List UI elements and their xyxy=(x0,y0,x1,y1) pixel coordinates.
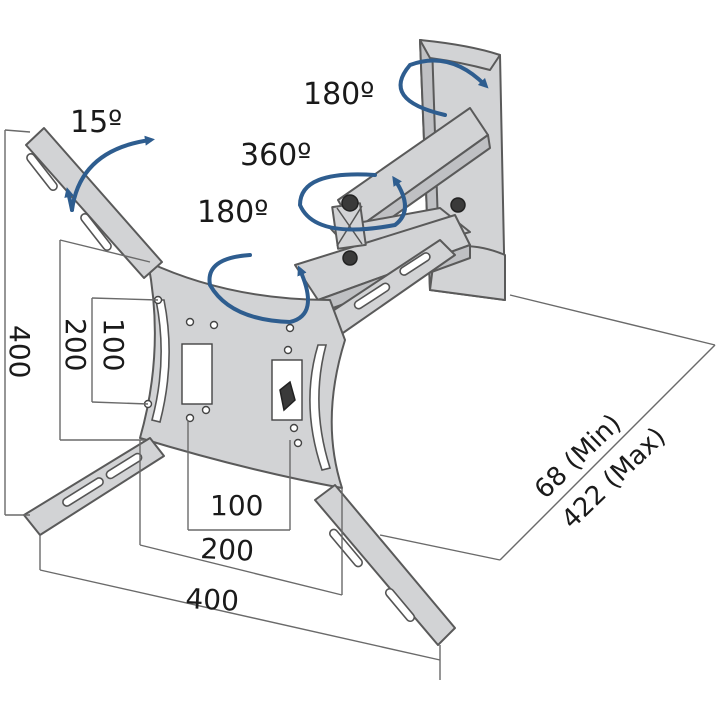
swivel-top-arrow xyxy=(398,58,489,117)
swivel-top-angle-label: 180º xyxy=(303,77,374,112)
vesa-vertical-200-label: 200 xyxy=(59,318,92,371)
tilt-angle-label: 15º xyxy=(70,105,122,140)
swivel-mid-arrow xyxy=(297,172,407,232)
swivel-plate-angle-label: 180º xyxy=(197,195,268,230)
vesa-vertical-100-label: 100 xyxy=(97,318,130,371)
vertical-dimensions xyxy=(4,129,159,516)
vesa-horizontal-400-label: 400 xyxy=(185,582,240,618)
rail-top-left xyxy=(25,127,163,279)
rail-bottom-left xyxy=(23,437,165,536)
rail-bottom-right xyxy=(314,484,456,646)
vesa-horizontal-100-label: 100 xyxy=(210,489,263,522)
rotation-arrows xyxy=(64,58,489,325)
vesa-vertical-400-label: 400 xyxy=(3,325,36,378)
tilt-arrow-back xyxy=(64,187,75,212)
vesa-horizontal-200-label: 200 xyxy=(200,532,255,568)
swivel-plate-arrow xyxy=(207,253,310,325)
swivel-mid-angle-label: 360º xyxy=(240,138,311,173)
mounting-rails xyxy=(23,127,456,646)
vesa-plate xyxy=(139,261,346,489)
arm-rail xyxy=(321,239,456,336)
tilt-arrow xyxy=(70,135,155,212)
extension-dimensions xyxy=(379,294,716,561)
horizontal-dimensions xyxy=(39,420,441,680)
